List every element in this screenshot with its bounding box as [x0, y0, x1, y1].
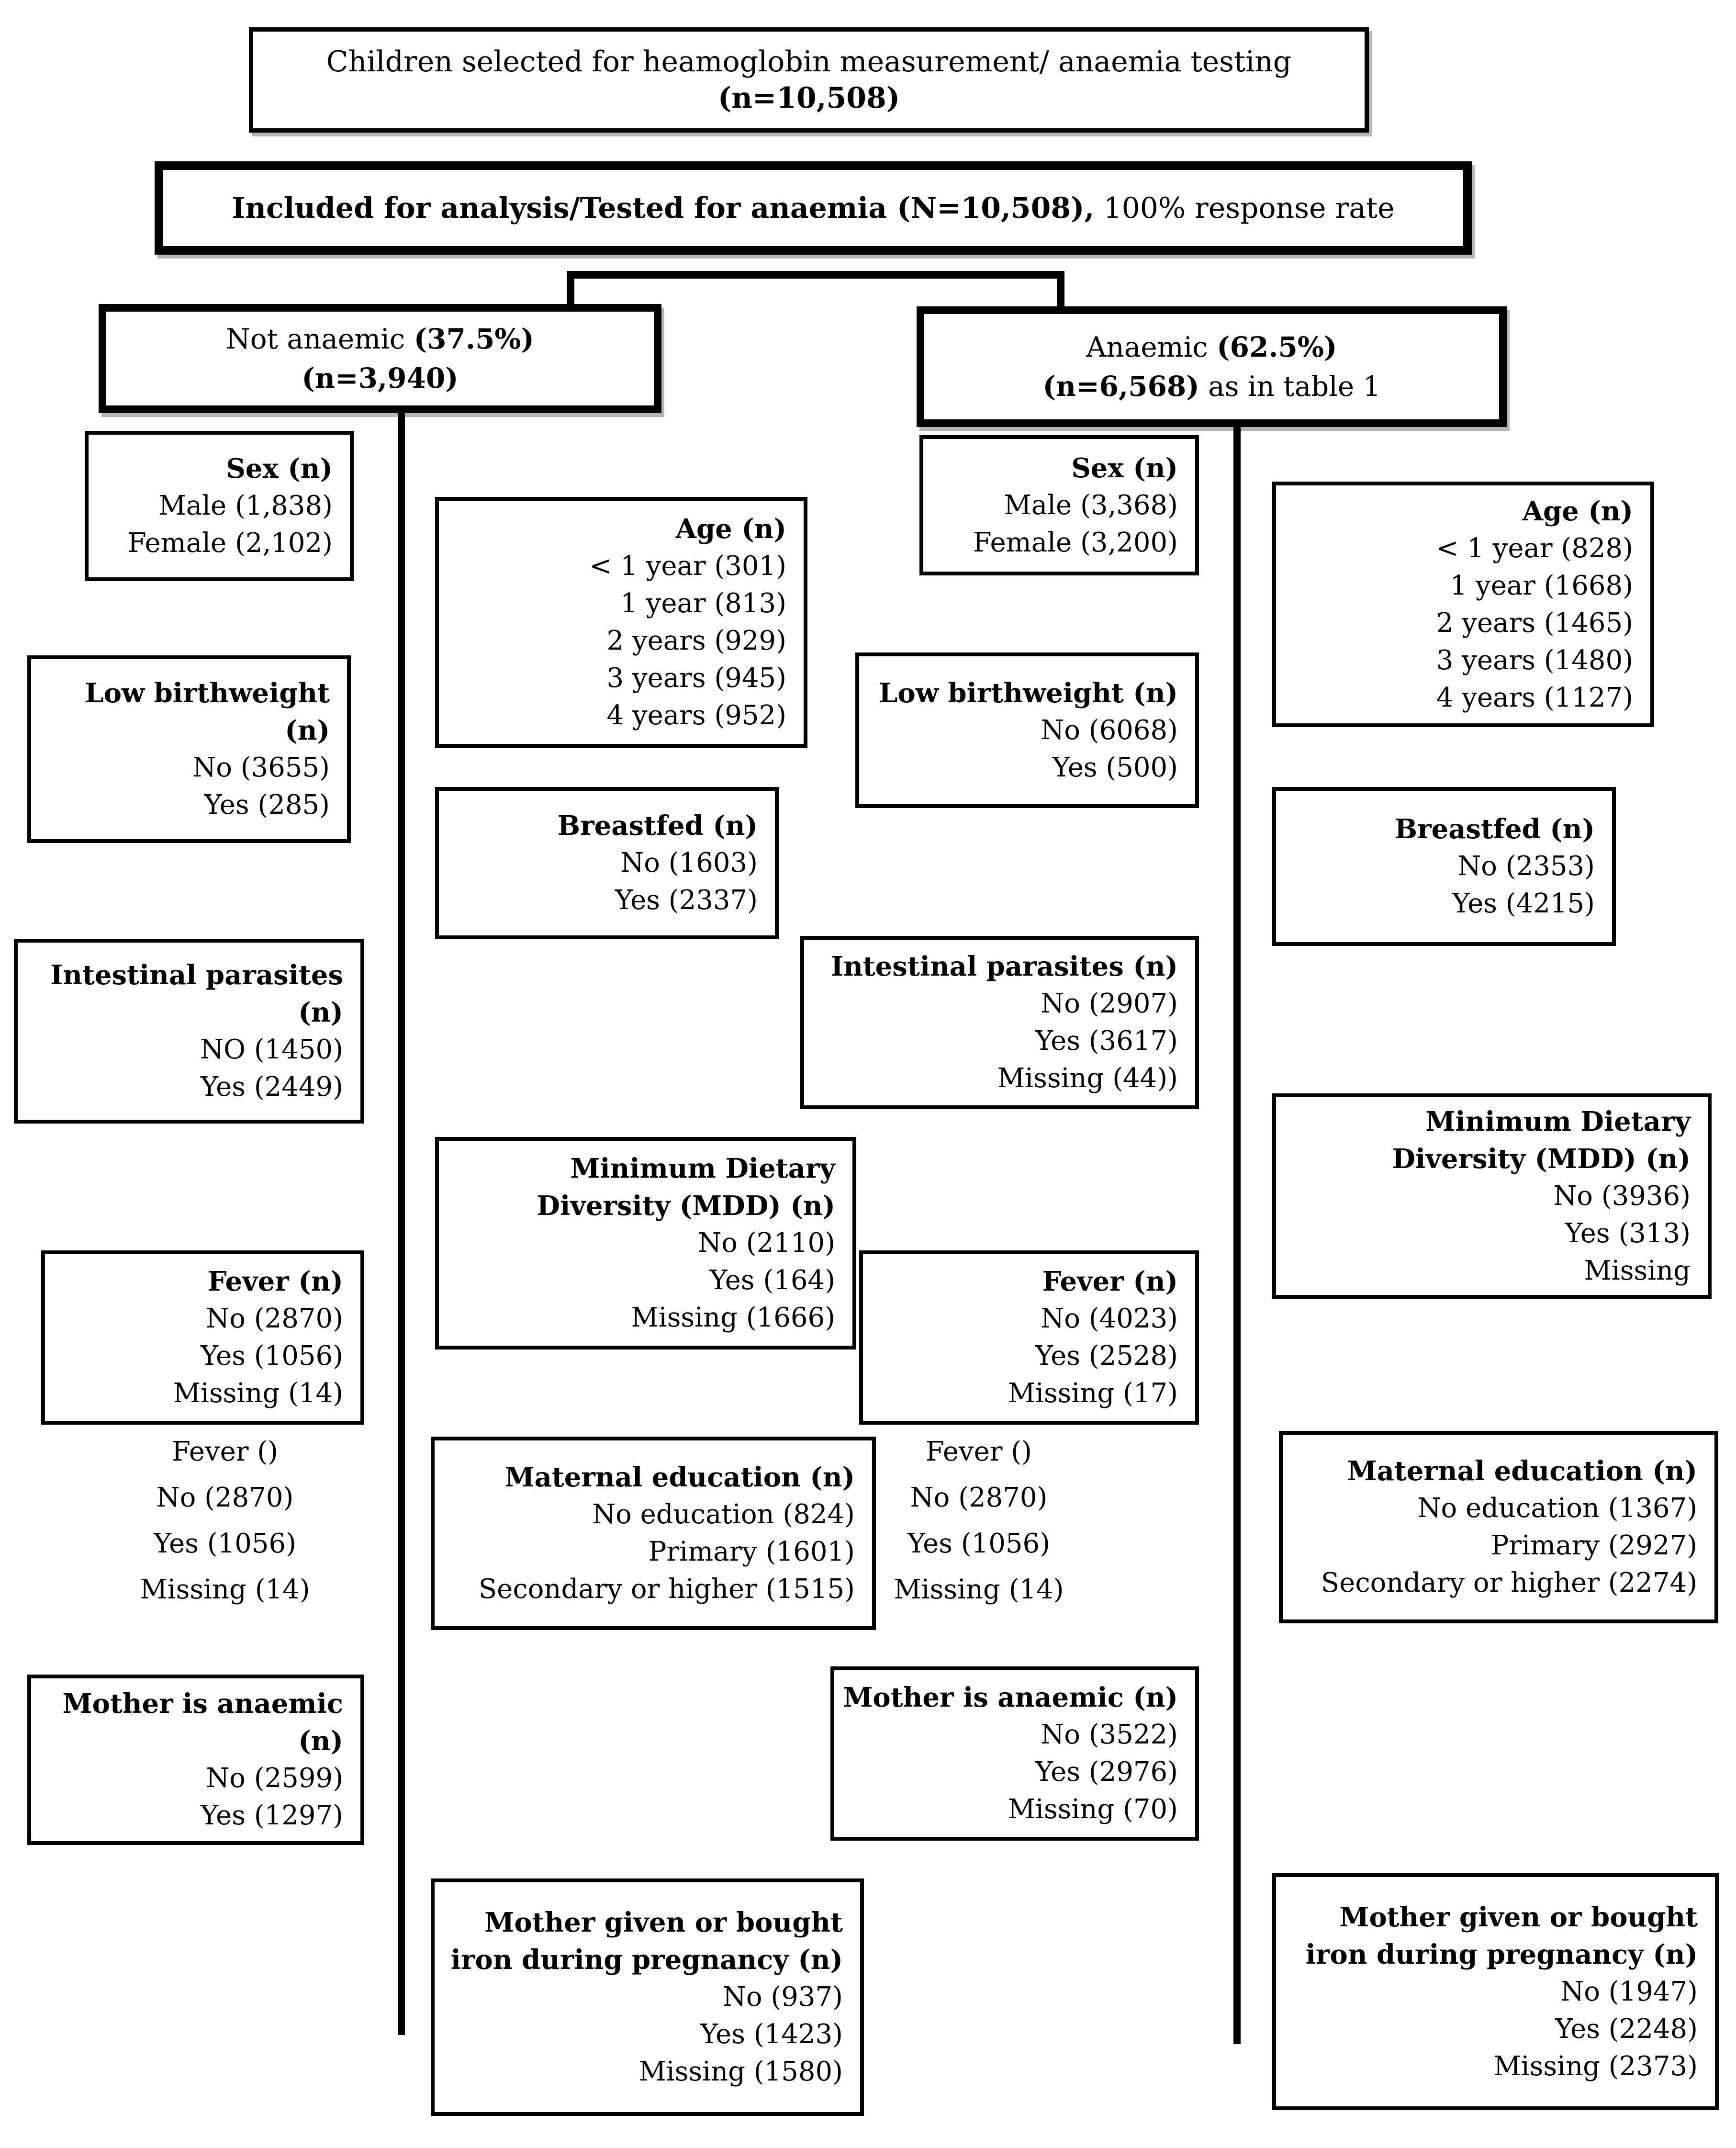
anaemic-mdd-values: No (3936) Yes (313) Missing	[1553, 1180, 1691, 1286]
anaemic-line2: (n=6,568) as in table 1	[1042, 370, 1381, 403]
anaemic-breastfed-values: No (2353) Yes (4215)	[1452, 851, 1595, 919]
anaemic-intestinal-parasites-title: Intestinal parasites (n)	[830, 951, 1178, 982]
anaemic-low-birthweight-values: No (6068) Yes (500)	[1041, 714, 1178, 783]
box-anaemic-mdd: Minimum Dietary Diversity (MDD) (n) No (…	[1272, 1093, 1712, 1299]
notanaemic-sex-title: Sex (n)	[226, 453, 333, 484]
notanaemic-age-title: Age (n)	[675, 513, 786, 545]
notanaemic-mother-iron-values: No (937) Yes (1423) Missing (1580)	[638, 1981, 843, 2087]
notanaemic-intestinal-parasites-values: NO (1450) Yes (2449)	[200, 1034, 343, 1102]
box-anaemic-maternal-education: Maternal education (n) No education (136…	[1279, 1431, 1718, 1623]
notanaemic-breastfed-values: No (1603) Yes (2337)	[615, 847, 758, 916]
text-anaemic-fever-unboxed: Fever () No (2870) Yes (1056) Missing (1…	[894, 1436, 1064, 1605]
anaemic-mother-anaemic-title: Mother is anaemic (n)	[843, 1682, 1178, 1713]
not-anaemic-line2: (n=3,940)	[302, 362, 459, 394]
notanaemic-mdd-title: Minimum Dietary Diversity (MDD) (n)	[537, 1153, 835, 1222]
anaemic-mdd-title: Minimum Dietary Diversity (MDD) (n)	[1392, 1105, 1691, 1175]
box-notanaemic-low-birthweight: Low birthweight (n) No (3655) Yes (285)	[27, 655, 351, 843]
anaemic-mother-iron-values: No (1947) Yes (2248) Missing (2373)	[1493, 1976, 1698, 2082]
notanaemic-breastfed-title: Breastfed (n)	[557, 810, 758, 842]
box-notanaemic-mdd: Minimum Dietary Diversity (MDD) (n) No (…	[435, 1137, 856, 1350]
notanaemic-maternal-education-values: No education (824) Primary (1601) Second…	[478, 1499, 855, 1605]
connector-bracket-left-leg	[567, 271, 574, 312]
box-notanaemic-mother-anaemic: Mother is anaemic (n) No (2599) Yes (129…	[27, 1675, 364, 1845]
anaemic-mother-iron-title: Mother given or bought iron during pregn…	[1305, 1901, 1698, 1970]
anaemic-age-values: < 1 year (828) 1 year (1668) 2 years (14…	[1436, 532, 1633, 713]
box-notanaemic-age: Age (n) < 1 year (301) 1 year (813) 2 ye…	[435, 497, 807, 748]
box-anaemic: Anaemic (62.5%) (n=6,568) as in table 1	[917, 306, 1507, 427]
anaemic-age-title: Age (n)	[1522, 495, 1633, 527]
notanaemic-fever-values: No (2870) Yes (1056) Missing (14)	[173, 1303, 343, 1409]
notanaemic-fever-title: Fever (n)	[207, 1266, 343, 1297]
anaemic-fever-title: Fever (n)	[1042, 1266, 1178, 1297]
box-anaemic-mother-anaemic: Mother is anaemic (n) No (3522) Yes (297…	[830, 1666, 1199, 1841]
anaemic-sex-title: Sex (n)	[1071, 452, 1178, 484]
anaemic-intestinal-parasites-values: No (2907) Yes (3617) Missing (44))	[997, 988, 1178, 1094]
anaemic-line1: Anaemic (62.5%)	[1086, 331, 1337, 363]
box-children-selected: Children selected for heamoglobin measur…	[249, 27, 1369, 133]
box-anaemic-breastfed: Breastfed (n) No (2353) Yes (4215)	[1272, 787, 1616, 946]
box-anaemic-mother-iron: Mother given or bought iron during pregn…	[1272, 1873, 1719, 2110]
anaemic-breastfed-title: Breastfed (n)	[1394, 813, 1595, 845]
text-notanaemic-fever-unboxed: Fever () No (2870) Yes (1056) Missing (1…	[140, 1436, 310, 1605]
connector-bracket-horizontal	[567, 271, 1064, 279]
box-notanaemic-mother-iron: Mother given or bought iron during pregn…	[431, 1878, 864, 2116]
connector-not-anaemic-drop-line	[398, 411, 405, 2035]
box-anaemic-intestinal-parasites: Intestinal parasites (n) No (2907) Yes (…	[800, 936, 1199, 1109]
anaemic-fever-values: No (4023) Yes (2528) Missing (17)	[1008, 1303, 1178, 1409]
box-notanaemic-fever: Fever (n) No (2870) Yes (1056) Missing (…	[41, 1250, 364, 1425]
notanaemic-low-birthweight-values: No (3655) Yes (285)	[192, 752, 330, 821]
connector-anaemic-drop-line	[1233, 425, 1241, 2044]
notanaemic-mother-anaemic-values: No (2599) Yes (1297)	[201, 1763, 343, 1831]
box-anaemic-sex: Sex (n) Male (3,368) Female (3,200)	[919, 435, 1199, 575]
box-children-selected-text: Children selected for heamoglobin measur…	[326, 45, 1292, 115]
notanaemic-mother-iron-title: Mother given or bought iron during pregn…	[450, 1907, 843, 1976]
notanaemic-mdd-values: No (2110) Yes (164) Missing (1666)	[631, 1227, 835, 1333]
notanaemic-age-values: < 1 year (301) 1 year (813) 2 years (929…	[589, 551, 786, 731]
notanaemic-intestinal-parasites-title: Intestinal parasites (n)	[50, 959, 343, 1028]
anaemic-maternal-education-title: Maternal education (n)	[1347, 1455, 1697, 1487]
notanaemic-mother-anaemic-title: Mother is anaemic (n)	[62, 1688, 343, 1757]
box-anaemic-low-birthweight: Low birthweight (n) No (6068) Yes (500)	[855, 652, 1199, 808]
anaemic-sex-values: Male (3,368) Female (3,200)	[973, 489, 1178, 558]
box-notanaemic-sex: Sex (n) Male (1,838) Female (2,102)	[85, 431, 354, 581]
connector-bracket-right-leg	[1057, 271, 1064, 315]
box-included-for-analysis: Included for analysis/Tested for anaemia…	[155, 161, 1472, 255]
notanaemic-low-birthweight-title: Low birthweight (n)	[85, 677, 330, 746]
anaemic-mother-anaemic-values: No (3522) Yes (2976) Missing (70)	[1008, 1719, 1178, 1825]
notanaemic-sex-values: Male (1,838) Female (2,102)	[127, 490, 333, 559]
anaemic-low-birthweight-title: Low birthweight (n)	[879, 677, 1178, 709]
box-not-anaemic: Not anaemic (37.5%) (n=3,940)	[99, 304, 661, 413]
box-anaemic-fever: Fever (n) No (4023) Yes (2528) Missing (…	[859, 1250, 1199, 1425]
box-notanaemic-maternal-education: Maternal education (n) No education (824…	[431, 1437, 876, 1630]
box-notanaemic-intestinal-parasites: Intestinal parasites (n) NO (1450) Yes (…	[14, 939, 364, 1124]
box-anaemic-age: Age (n) < 1 year (828) 1 year (1668) 2 y…	[1272, 482, 1654, 727]
not-anaemic-line1: Not anaemic (37.5%)	[226, 323, 534, 355]
anaemic-maternal-education-values: No education (1367) Primary (2927) Secon…	[1321, 1493, 1697, 1598]
box-notanaemic-breastfed: Breastfed (n) No (1603) Yes (2337)	[435, 787, 779, 939]
box-included-for-analysis-text: Included for analysis/Tested for anaemia…	[232, 191, 1395, 225]
notanaemic-maternal-education-title: Maternal education (n)	[504, 1462, 855, 1493]
